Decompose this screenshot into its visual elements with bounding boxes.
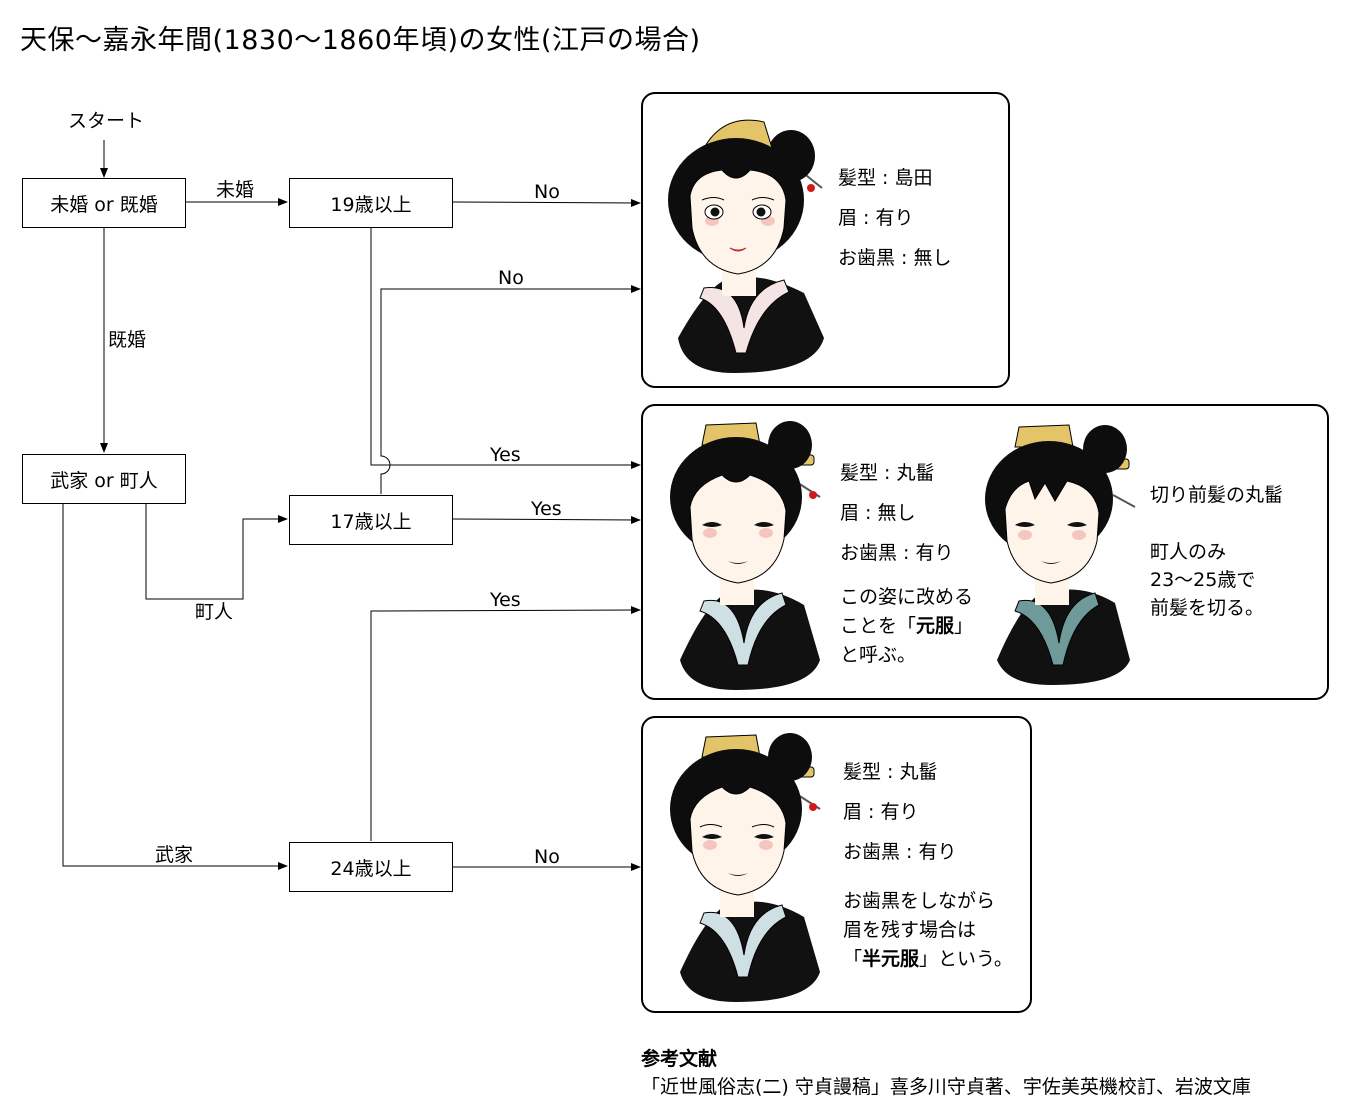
start-label: スタート: [68, 110, 145, 132]
panel3-hair: 髪型 : 丸髷: [843, 761, 938, 783]
label-townsman: 町人: [195, 601, 234, 623]
references-heading: 参考文献: [641, 1048, 718, 1070]
box-married-or-unmarried: 未婚 or 既婚: [22, 178, 186, 228]
page-title: 天保〜嘉永年間(1830〜1860年頃)の女性(江戸の場合): [20, 25, 701, 56]
panel1-ohaguro: お歯黒 : 無し: [838, 247, 952, 269]
panel2-right-line1: 町人のみ: [1150, 541, 1227, 563]
label-no-24: No: [534, 846, 560, 868]
woman-shimada-illustration: [668, 119, 824, 373]
panel3-note-line3: 「半元服」という。: [843, 948, 1013, 970]
panel2-right-title: 切り前髪の丸髷: [1150, 484, 1284, 506]
panel2-hair: 髪型 : 丸髷: [840, 462, 935, 484]
label-samurai: 武家: [155, 844, 194, 866]
references: 参考文献 「近世風俗志(二) 守貞謾稿」喜多川守貞著、宇佐美英機校訂、岩波文庫: [641, 1046, 1251, 1101]
hangenpuku-term: 半元服: [862, 948, 920, 970]
panel2-note-line3: と呼ぶ。: [840, 644, 917, 666]
woman-hangenpuku-illustration: [670, 733, 821, 1002]
woman-marumage-illustration: [670, 421, 821, 690]
panel2-eyebrow: 眉 : 無し: [840, 502, 916, 524]
panel2-note-line2: ことを「元服」: [840, 615, 974, 637]
arrow-age19-no: [451, 198, 641, 207]
woman-kirimaegami-illustration: [985, 424, 1136, 685]
label-unmarried: 未婚: [216, 179, 255, 201]
box-age17: 17歳以上: [289, 495, 453, 545]
panel1-hair: 髪型 : 島田: [838, 167, 933, 189]
genpuku-term: 元服: [916, 615, 955, 637]
label-yes-24: Yes: [490, 589, 521, 611]
arrow-age19-yes: [370, 227, 641, 469]
box-age19: 19歳以上: [289, 178, 453, 228]
arrow-age24-yes: [370, 606, 641, 841]
panel2-right-line2: 23〜25歳で: [1150, 569, 1256, 591]
box-samurai-or-townsman: 武家 or 町人: [22, 454, 186, 504]
panel1-eyebrow: 眉 : 有り: [838, 207, 914, 229]
arrow-age17-yes: [451, 515, 641, 524]
panel3-ohaguro: お歯黒 : 有り: [843, 841, 957, 863]
label-no-19: No: [534, 181, 560, 203]
label-no-17: No: [498, 267, 524, 289]
arrow-age17-no: [380, 285, 641, 494]
label-yes-19: Yes: [490, 444, 521, 466]
panel2-note-line1: この姿に改める: [840, 586, 974, 608]
panel2-ohaguro: お歯黒 : 有り: [840, 542, 954, 564]
box-age24: 24歳以上: [289, 842, 453, 892]
label-married: 既婚: [108, 329, 147, 351]
arrow-townsman: [145, 503, 288, 600]
label-yes-17: Yes: [531, 498, 562, 520]
panel2-right-line3: 前髪を切る。: [1150, 597, 1265, 619]
panel3-eyebrow: 眉 : 有り: [843, 801, 919, 823]
panel3-note-line2: 眉を残す場合は: [843, 919, 977, 941]
panel3-note-line1: お歯黒をしながら: [843, 890, 996, 912]
arrow-samurai: [62, 503, 288, 870]
references-text: 「近世風俗志(二) 守貞謾稿」喜多川守貞著、宇佐美英機校訂、岩波文庫: [641, 1075, 1251, 1098]
